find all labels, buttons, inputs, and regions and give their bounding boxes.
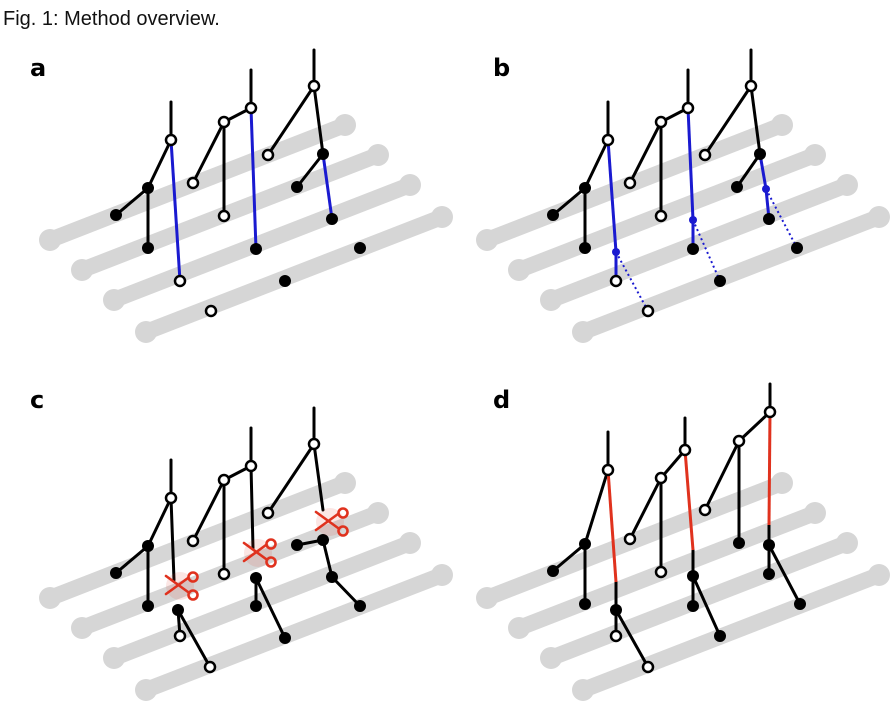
red-edges-d bbox=[606, 411, 772, 583]
nodes-d bbox=[547, 405, 806, 674]
panel-label-c: c bbox=[30, 386, 44, 414]
nodes-a bbox=[110, 79, 366, 318]
nodes-c bbox=[110, 437, 366, 674]
rails-c bbox=[39, 472, 453, 701]
panel-a: a bbox=[30, 48, 453, 343]
nodes-b bbox=[547, 79, 803, 318]
blue-edges-a bbox=[169, 107, 334, 282]
panel-c: c bbox=[30, 386, 453, 701]
panel-label-a: a bbox=[30, 54, 46, 82]
panel-b: b bbox=[476, 48, 890, 343]
panel-label-d: d bbox=[493, 386, 510, 414]
figure-caption: Fig. 1: Method overview. bbox=[3, 8, 220, 30]
panel-d: d bbox=[476, 382, 890, 701]
tree-edges-b bbox=[551, 48, 762, 250]
rails-b bbox=[476, 114, 890, 343]
dotted-edges-b bbox=[615, 188, 798, 312]
rails-d bbox=[476, 472, 890, 701]
scissors-icon bbox=[164, 570, 199, 602]
panel-label-b: b bbox=[493, 54, 510, 82]
rails-a bbox=[39, 114, 453, 343]
tree-edges-a bbox=[114, 48, 325, 250]
